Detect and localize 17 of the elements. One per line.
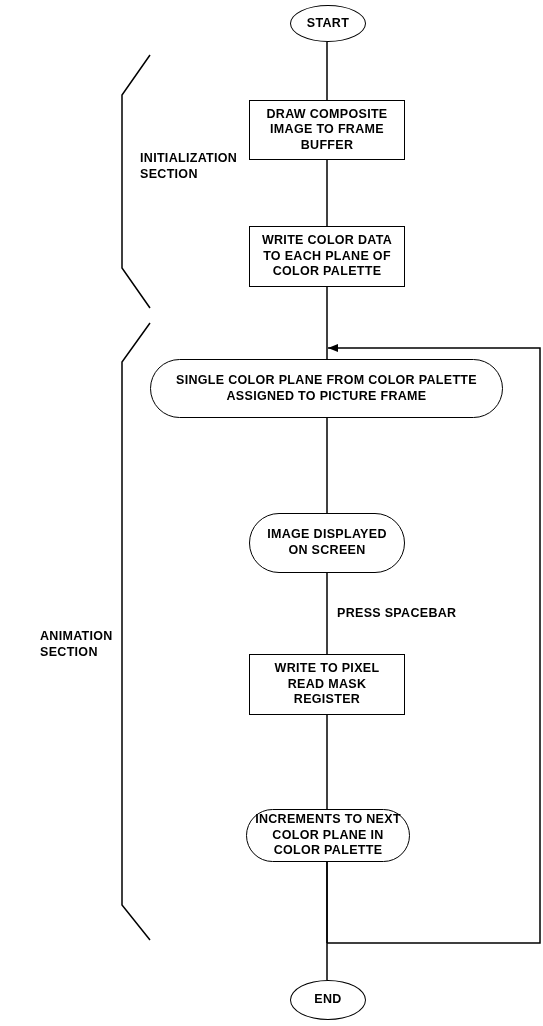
- connector-line: [326, 714, 328, 810]
- connector-line: [326, 286, 328, 360]
- connector-line: [326, 572, 328, 655]
- process-box: WRITE COLOR DATA TO EACH PLANE OF COLOR PALETTE: [249, 226, 405, 287]
- process-box: WRITE TO PIXEL READ MASK REGISTER: [249, 654, 405, 715]
- terminal-oval: START: [290, 5, 366, 42]
- rounded-box: IMAGE DISPLAYED ON SCREEN: [249, 513, 405, 573]
- arrow: [326, 344, 541, 944]
- rounded-box: SINGLE COLOR PLANE FROM COLOR PALETTE ASSIGNED TO PICTURE FRAME: [150, 359, 503, 418]
- connector-line: [326, 159, 328, 227]
- connector-line: [326, 41, 328, 101]
- rounded-box: INCREMENTS TO NEXT COLOR PLANE IN COLOR PALETTE: [246, 809, 410, 862]
- section-label: ANIMATION SECTION: [40, 628, 114, 661]
- connector-line: [326, 417, 328, 514]
- section-label: INITIALIZATION SECTION: [140, 150, 239, 183]
- terminal-oval: END: [290, 980, 366, 1020]
- process-box: DRAW COMPOSITE IMAGE TO FRAME BUFFER: [249, 100, 405, 160]
